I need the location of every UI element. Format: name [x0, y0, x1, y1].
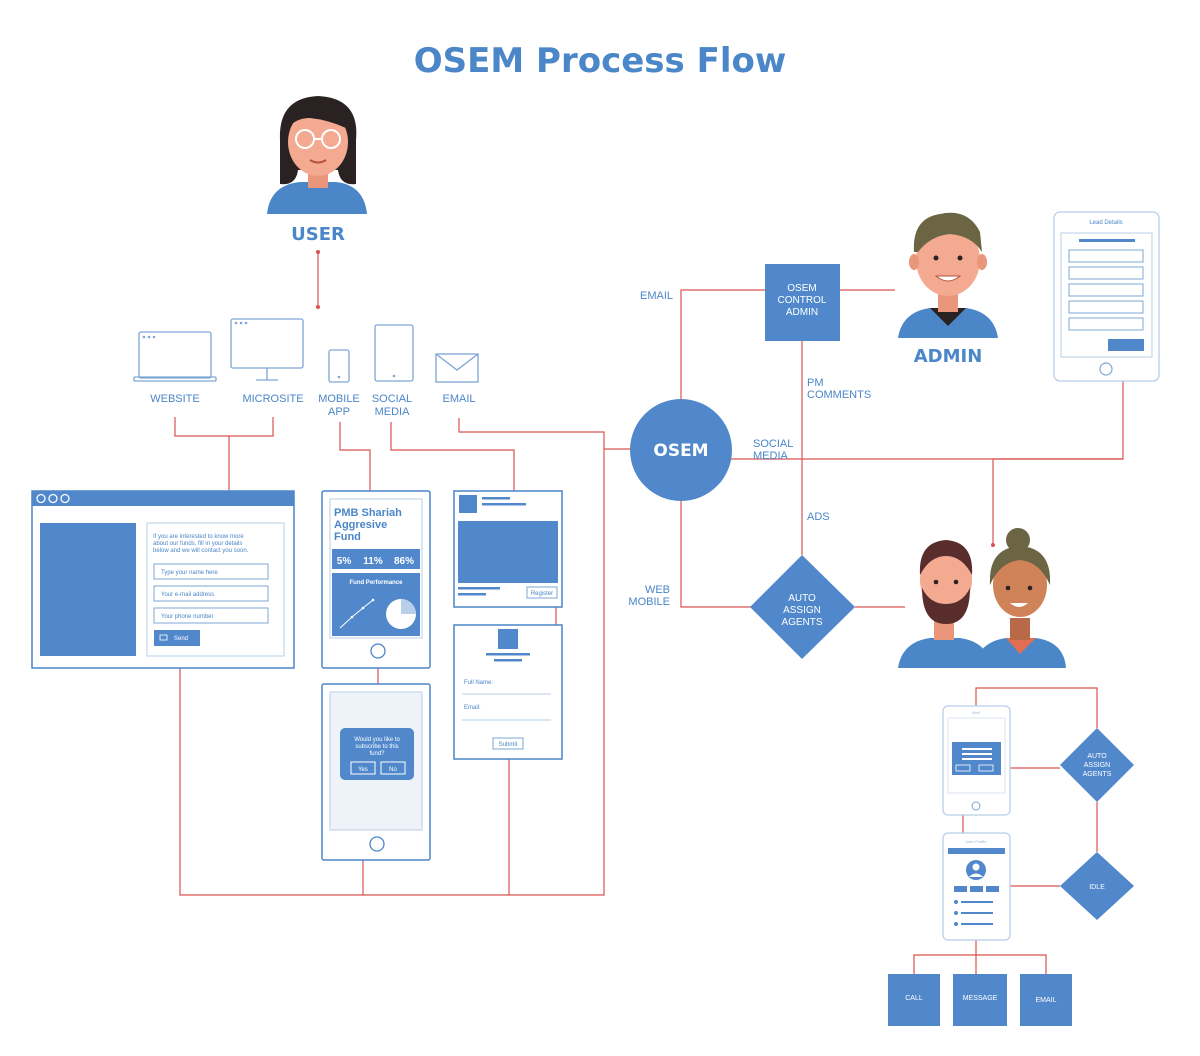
website-icon: [133, 331, 217, 382]
phone-field: Your phone number: [161, 614, 214, 620]
user-label: USER: [291, 224, 345, 245]
auto-assign-line-1: AUTO: [788, 593, 816, 604]
agent-auto-line-2: ASSIGN: [1084, 762, 1110, 769]
send-button: Send: [174, 636, 188, 642]
call-label: CALL: [905, 995, 923, 1002]
admin-avatar: [898, 212, 998, 338]
submit-button: Submit: [499, 742, 518, 748]
edge-web: WEB: [645, 584, 670, 596]
control-admin-line-2: CONTROL: [778, 295, 827, 306]
register-button: Register: [531, 591, 553, 597]
channel-app: APP: [328, 406, 350, 418]
edge-social: SOCIAL: [753, 438, 793, 450]
no-button: No: [389, 767, 397, 773]
admin-label: ADMIN: [914, 346, 983, 367]
channel-microsite: MICROSITE: [242, 393, 303, 405]
social-post-mockup: [453, 490, 563, 608]
agent-auto-line-3: AGENTS: [1083, 771, 1112, 778]
edge-media: MEDIA: [753, 450, 789, 462]
dialog-line-3: fund?: [369, 751, 385, 757]
channel-email: EMAIL: [442, 393, 475, 405]
user-profile-title: User Profile: [966, 839, 988, 844]
edge-ads: ADS: [807, 511, 830, 523]
fund-name-line-3: Fund: [334, 531, 361, 543]
control-admin-line-3: ADMIN: [786, 307, 818, 318]
mobile-app-icon: [328, 349, 350, 383]
channel-mobile: MOBILE: [318, 393, 360, 405]
fund-performance-label: Fund Performance: [349, 580, 403, 586]
channel-website: WEBSITE: [150, 393, 200, 405]
auto-assign-line-2: ASSIGN: [783, 605, 821, 616]
full-name-label: Full Name:: [464, 680, 493, 686]
form-intro-line-3: below and we will contact you soon.: [153, 548, 249, 554]
tablet-icon: [374, 324, 414, 382]
edge-mobile: MOBILE: [628, 596, 670, 608]
edge-pm: PM: [807, 377, 824, 389]
website-mockup: [31, 490, 295, 669]
edge-email: EMAIL: [640, 290, 673, 302]
user-profile-phone: [942, 832, 1011, 941]
fund-stat-1: 5%: [337, 556, 352, 567]
agent-alert-phone: [942, 705, 1011, 816]
message-label: MESSAGE: [963, 995, 998, 1002]
fund-app-phone: [321, 490, 431, 669]
osem-hub-label: OSEM: [653, 441, 708, 461]
fund-stat-3: 86%: [394, 556, 414, 567]
form-email-label: Email:: [464, 705, 481, 711]
fund-stat-2: 11%: [363, 556, 383, 567]
agents-avatar: [898, 528, 1066, 668]
channel-media: MEDIA: [375, 406, 411, 418]
agent-auto-line-1: AUTO: [1087, 753, 1107, 760]
dialog-line-1: Would you like to: [354, 737, 400, 743]
email-label: EMAIL: [1035, 997, 1056, 1004]
subscribe-phone: [321, 683, 431, 861]
microsite-icon: [230, 318, 304, 381]
control-admin-box: [765, 264, 840, 341]
fund-name-line-1: PMB Shariah: [334, 507, 402, 519]
edge-comments: COMMENTS: [807, 389, 871, 401]
message-box: [953, 974, 1007, 1026]
auto-assign-line-3: AGENTS: [781, 617, 822, 628]
diagram-title: OSEM Process Flow: [414, 41, 787, 81]
lead-details-title: Lead Details: [1089, 220, 1122, 226]
lead-details-tablet: [1053, 211, 1160, 382]
name-field: Type your name here: [161, 570, 218, 576]
idle-label: IDLE: [1089, 884, 1105, 891]
alert-title: Alert: [972, 710, 981, 715]
email-field: Your e-mail address: [161, 592, 214, 598]
agent-auto-assign-diamond: [1060, 728, 1134, 802]
fund-name-line-2: Aggresive: [334, 519, 387, 531]
user-avatar: [267, 96, 367, 214]
email-box: [1020, 974, 1072, 1026]
osem-hub: [630, 399, 732, 501]
register-form-mockup: [453, 624, 563, 760]
form-intro-line-2: about our funds, fill in your details: [153, 541, 242, 547]
call-box: [888, 974, 940, 1026]
yes-button: Yes: [358, 767, 368, 773]
form-intro-line-1: If you are interested to know more: [153, 534, 244, 540]
channel-social: SOCIAL: [372, 393, 412, 405]
envelope-icon: [435, 353, 479, 383]
dialog-line-2: subscribe to this: [355, 744, 398, 750]
control-admin-line-1: OSEM: [787, 283, 816, 294]
auto-assign-diamond: [750, 555, 855, 659]
idle-diamond: [1060, 852, 1134, 920]
